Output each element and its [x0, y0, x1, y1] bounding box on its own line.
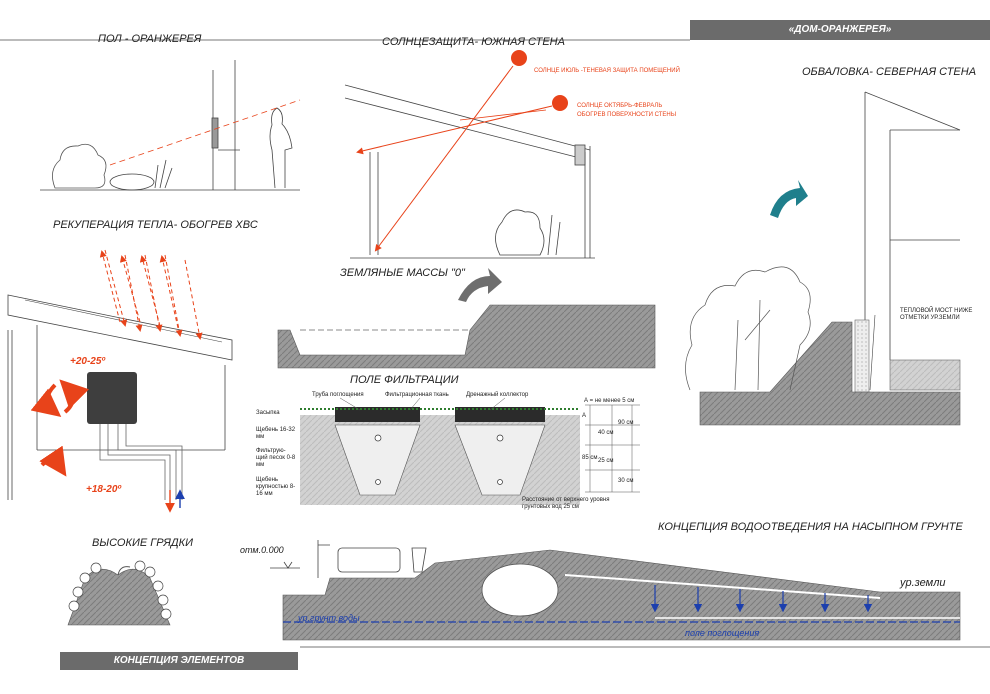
project-title: «ДОМ-ОРАНЖЕРЕЯ» [788, 24, 892, 35]
berm-note: ТЕПЛОВОЙ МОСТ НИЖЕ ОТМЕТКИ УР.ЗЕМЛИ [900, 308, 973, 321]
header-band: «ДОМ-ОРАНЖЕРЕЯ» [690, 20, 990, 40]
dim-90: 90 см [618, 420, 634, 426]
dim-40: 40 см [598, 430, 614, 436]
label-gravel-small: Щебень крупностью 8-16 мм [256, 477, 296, 497]
raised-beds-drawing [67, 560, 172, 626]
label-gravel-large: Щебень 16-32 мм [256, 427, 296, 440]
dim-25: 25 см [598, 458, 614, 464]
label-drain-collector: Дренажный коллектор [466, 392, 529, 398]
sun-summer-label: СОЛНЦЕ ИЮЛЬ -ТЕНЕВАЯ ЗАЩИТА ПОМЕЩЕНИЙ [534, 68, 680, 74]
cold-temperature: +18-20º [86, 484, 122, 495]
ground-level-label: ур.земли [900, 577, 946, 589]
title-drainage-concept: КОНЦЕПЦИЯ ВОДООТВЕДЕНИЯ НА НАСЫПНОМ ГРУН… [658, 521, 963, 533]
dim-85: 85 см [582, 455, 598, 461]
title-heat-recovery: РЕКУПЕРАЦИЯ ТЕПЛА- ОБОГРЕВ ХВС [53, 219, 258, 231]
label-filter-sand: Фильтрую- щий песок 0-8 мм [256, 448, 296, 468]
title-sun-protection: СОЛНЦЕЗАЩИТА- ЮЖНАЯ СТЕНА [382, 36, 565, 48]
sun-winter-label-1: СОЛНЦЕ ОКТЯБРЬ-ФЕВРАЛЬ [577, 103, 663, 109]
warm-temperature: +20-25º [70, 356, 106, 367]
earth-masses-drawing [277, 268, 656, 369]
groundwater-level-label: ур.грунт.воды [298, 613, 360, 623]
footer-band: КОНЦЕПЦИЯ ЭЛЕМЕНТОВ [60, 652, 298, 670]
groundwater-note: Расстояние от верхнего уровня грунтовых … [522, 497, 610, 510]
floor-greenhouse-drawing [40, 60, 301, 191]
title-floor-greenhouse: ПОЛ - ОРАНЖЕРЕЯ [98, 33, 202, 45]
title-earth-masses: ЗЕМЛЯНЫЕ МАССЫ "0" [340, 267, 465, 279]
dim-a: А [582, 413, 587, 419]
heat-recovery-drawing [7, 249, 233, 513]
absorption-field-label: поле поглощения [685, 628, 760, 638]
title-raised-beds: ВЫСОКИЕ ГРЯДКИ [92, 537, 193, 549]
label-absorption-pipe: Труба поглощения [312, 392, 364, 398]
label-filter-fabric: Фильтрационная ткань [385, 392, 449, 398]
sun-winter-label-2: ОБОГРЕВ ПОВЕРХНОСТИ СТЕНЫ [577, 112, 677, 118]
sun-protection-drawing [344, 50, 595, 259]
elevation-mark: отм.0.000 [240, 545, 284, 555]
label-min-depth: А = не менее 5 см [584, 398, 635, 404]
berm-drawing [685, 91, 961, 426]
title-berm: ОБВАЛОВКА- СЕВЕРНАЯ СТЕНА [802, 66, 977, 78]
dim-30: 30 см [618, 478, 634, 484]
title-filtration-field: ПОЛЕ ФИЛЬТРАЦИИ [350, 374, 459, 386]
drainage-concept-drawing [270, 540, 961, 641]
footer-title: КОНЦЕПЦИЯ ЭЛЕМЕНТОВ [113, 655, 245, 666]
label-backfill: Засыпка [256, 410, 280, 416]
filtration-field-drawing [300, 397, 640, 505]
